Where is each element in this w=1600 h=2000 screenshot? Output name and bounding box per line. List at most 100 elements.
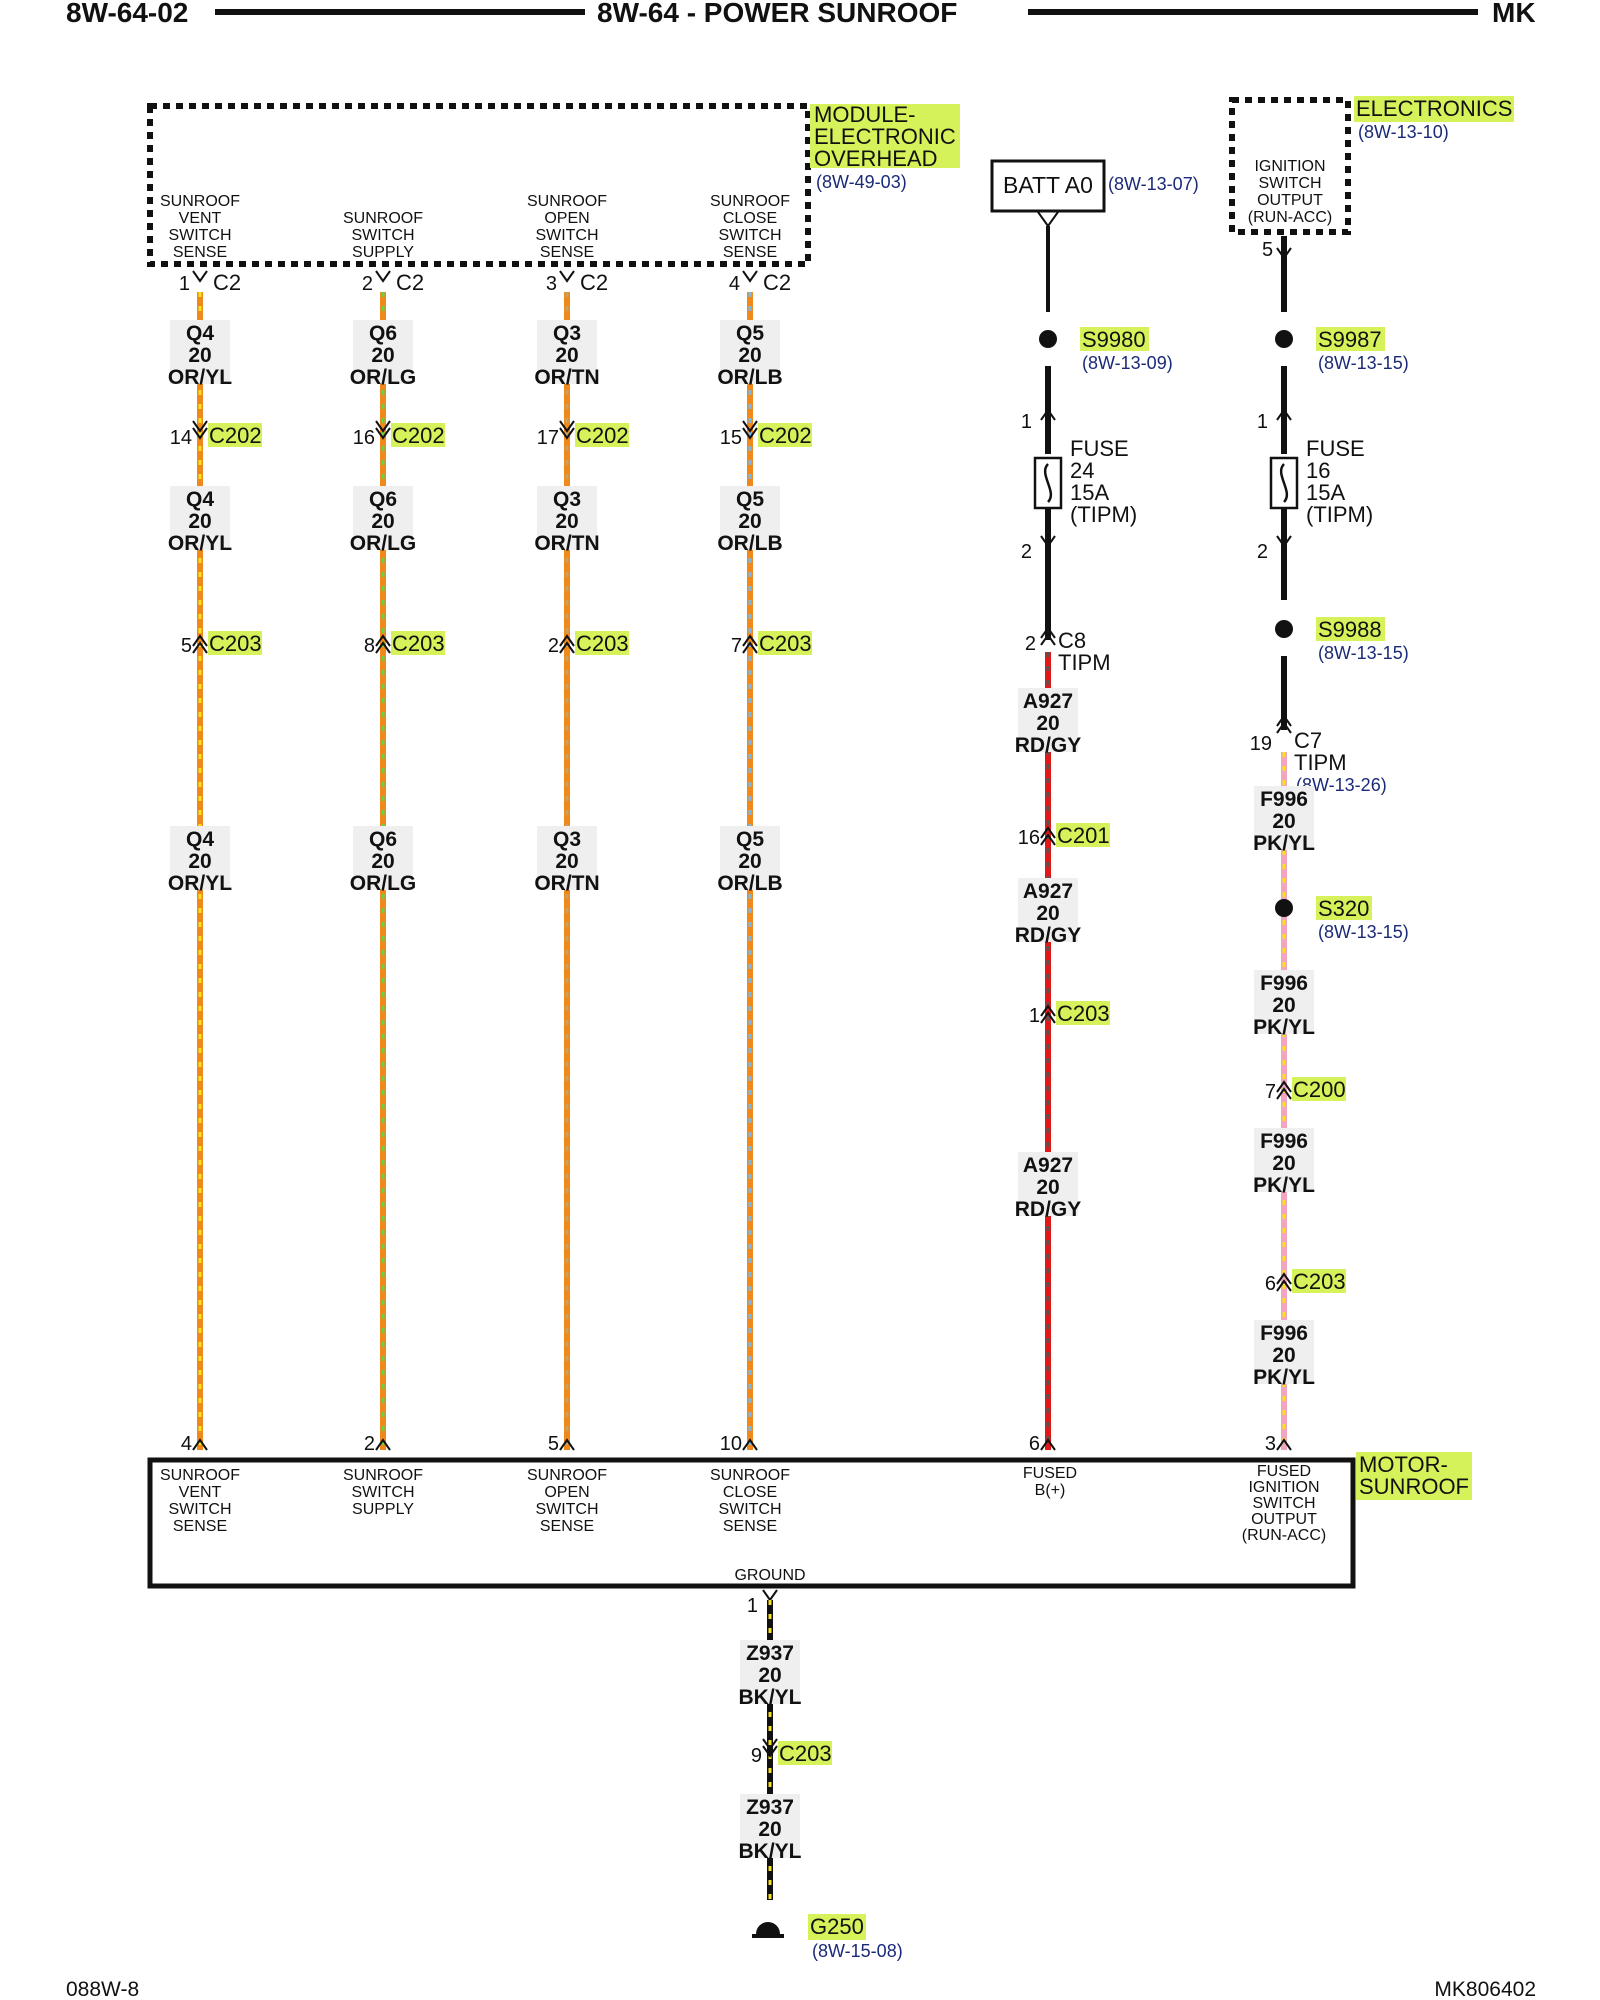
wire-4-label-b-line-1: Q5	[736, 488, 764, 511]
overhead-pin-1-label-3: SWITCH	[168, 227, 231, 244]
splice-s9980-dot	[1039, 330, 1057, 348]
overhead-pin-2-conn: C2	[396, 270, 424, 295]
c203-cavity-3-arrow-a	[559, 634, 575, 647]
overhead-pin-2-arrow	[375, 270, 391, 283]
motor-pin-batt-arrow	[1040, 1438, 1056, 1451]
wire-1-label-c-line-3: OR/YL	[168, 872, 232, 895]
wire-a927-label-b-line-3: RD/GY	[1015, 924, 1082, 947]
motor-pin-4-label-1: SUNROOF	[710, 1467, 790, 1484]
c203-cavity-ground-name: C203	[779, 1741, 832, 1766]
batt-source: BATT A0 (8W-13-07)	[990, 159, 1199, 228]
sunroof-motor: MOTOR- SUNROOF GROUND	[147, 1452, 1472, 1589]
wire-4-label-b-line-3: OR/LB	[717, 532, 782, 555]
motor-pin-3-label-2: OPEN	[544, 1484, 589, 1501]
electronics-name: ELECTRONICS	[1356, 96, 1512, 121]
c202-cavity-1-highlight	[208, 423, 262, 447]
c200-cavity-pin: 7	[1265, 1081, 1276, 1103]
c202-cavity-3-highlight	[575, 423, 629, 447]
wire-1-label-a-line-2: 20	[188, 344, 211, 367]
wire-f996-label-b-bg	[1254, 970, 1314, 1034]
overhead-pin-3-conn: C2	[580, 270, 608, 295]
wire-2-label-a-line-3: OR/LG	[350, 366, 417, 389]
wire-a927-label-a-line-2: 20	[1036, 712, 1059, 735]
overhead-pin-1-label-1: SUNROOF	[160, 193, 240, 210]
batt-fuse-in-pin: 1	[1021, 411, 1032, 433]
c8-pin: 2	[1025, 633, 1036, 655]
c202-cavity-2-name: C202	[392, 423, 445, 448]
motor-ground-pin: 1	[747, 1595, 758, 1617]
ground-symbol-icon	[756, 1922, 780, 1934]
overhead-pin-3-label-4: SENSE	[540, 244, 594, 261]
c8-arrow-a	[1040, 626, 1056, 639]
wire-3-label-a-line-3: OR/TN	[534, 366, 599, 389]
wire-f996-label-a-line-2: 20	[1272, 810, 1295, 833]
c201-cavity-highlight	[1056, 823, 1110, 847]
overhead-pin-4-number: 4	[729, 273, 740, 295]
electronics-boundary	[1229, 97, 1351, 235]
motor-pin-ign-arrow	[1276, 1438, 1292, 1451]
wire-a927-label-c-line-2: 20	[1036, 1176, 1059, 1199]
fuse-24-element-icon	[1043, 463, 1053, 503]
overhead-module: MODULE- ELECTRONIC OVERHEAD (8W-49-03)	[147, 102, 960, 267]
overhead-pin-1-conn: C2	[213, 270, 241, 295]
wire-f996-label-b-line-1: F996	[1260, 972, 1308, 995]
wire-4-label-a-line-1: Q5	[736, 322, 764, 345]
wire-1-label-b-line-3: OR/YL	[168, 532, 232, 555]
electronics-label-2: SWITCH	[1258, 175, 1321, 192]
c203-cavity-2-arrow-b	[375, 641, 391, 654]
wire-4-label-c-line-3: OR/LB	[717, 872, 782, 895]
wire-2-label-b-bg	[353, 486, 413, 550]
wire-1-label-a-line-1: Q4	[186, 322, 214, 345]
overhead-module-name-2: ELECTRONIC	[814, 124, 956, 149]
wire-f996-label-d-bg	[1254, 1320, 1314, 1384]
c201-cavity-arrow-b	[1040, 833, 1056, 846]
page-header: 8W-64-02 8W-64 - POWER SUNROOF MK	[66, 0, 1536, 28]
fuse-24-label-3: 15A	[1070, 480, 1109, 505]
wire-1-label-b-line-2: 20	[188, 510, 211, 533]
wire-z937-label-a-line-3: BK/YL	[739, 1686, 802, 1709]
motor-pin-batt-label-2: B(+)	[1035, 1482, 1066, 1499]
wire-2-label-c-bg	[353, 826, 413, 890]
c202-cavity-3-pin: 17	[537, 427, 559, 449]
fuse-24-label-1: FUSE	[1070, 436, 1129, 461]
wire-3-label-c-line-1: Q3	[553, 828, 581, 851]
wire-1-label-a-bg	[170, 320, 230, 384]
motor-ground-arrow	[762, 1589, 778, 1602]
overhead-pin-4-label-1: SUNROOF	[710, 193, 790, 210]
wire-3-label-b-line-2: 20	[555, 510, 578, 533]
overhead-pin-3-number: 3	[546, 273, 557, 295]
c200-cavity-arrow-b	[1276, 1087, 1292, 1100]
c203-cavity-ground-highlight	[778, 1741, 832, 1765]
motor-pin-3-label-4: SENSE	[540, 1518, 594, 1535]
wire-a927-label-b-line-1: A927	[1023, 880, 1073, 903]
wire-2-label-a-bg	[353, 320, 413, 384]
c7-arrow-a	[1276, 714, 1292, 727]
splice-s9980-highlight	[1080, 327, 1149, 351]
wire-3-label-a-bg	[537, 320, 597, 384]
page-code: 8W-64-02	[66, 0, 188, 28]
motor-pin-1-label-2: VENT	[179, 1484, 222, 1501]
motor-pin-2-label-3: SUPPLY	[352, 1501, 414, 1518]
c200-cavity-name: C200	[1293, 1077, 1346, 1102]
fuse-24-label-2: 24	[1070, 458, 1094, 483]
c202-cavity-2-arrow-a	[375, 427, 391, 440]
model-code: MK	[1492, 0, 1536, 28]
motor-pin-1-label-1: SUNROOF	[160, 1467, 240, 1484]
overhead-module-name-3: OVERHEAD	[814, 146, 937, 171]
wire-f996-label-a-line-3: PK/YL	[1253, 832, 1315, 855]
wire-2-label-a-line-1: Q6	[369, 322, 397, 345]
wire-2-label-b-line-1: Q6	[369, 488, 397, 511]
overhead-pin-2-label-3: SUPPLY	[352, 244, 414, 261]
c203-cavity-1-name: C203	[209, 631, 262, 656]
c203-cavity-1-arrow-a	[192, 634, 208, 647]
c203-cavity-ground-arrow-b	[762, 1738, 778, 1751]
fuse-16-label-1: FUSE	[1306, 436, 1365, 461]
wire-z937-label-b-line-1: Z937	[746, 1796, 794, 1819]
wire-4-label-c-bg	[720, 826, 780, 890]
motor-pin-ign-number: 3	[1265, 1433, 1276, 1455]
c203-cavity-batt-pin: 1	[1029, 1005, 1040, 1027]
c202-cavity-4-highlight	[758, 423, 812, 447]
c7-sub: TIPM	[1294, 750, 1347, 775]
motor-boundary	[147, 1457, 1356, 1589]
c202-cavity-3-arrow-b	[559, 420, 575, 433]
